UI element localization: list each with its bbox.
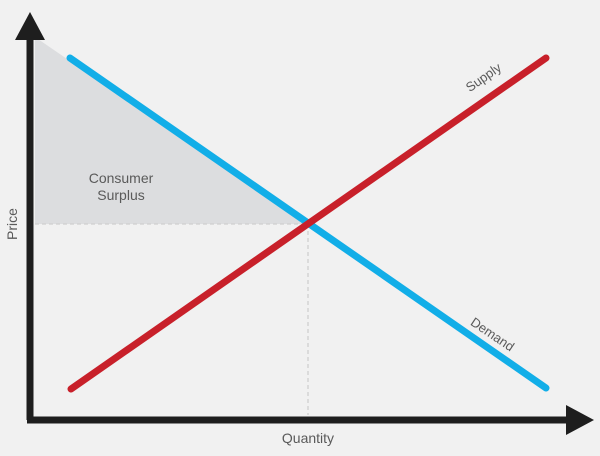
y-axis-arrowhead bbox=[15, 12, 45, 40]
axes bbox=[15, 12, 594, 435]
x-axis-arrowhead bbox=[566, 405, 594, 435]
y-axis-label: Price bbox=[4, 208, 20, 240]
region-label-line1: Consumer bbox=[89, 170, 154, 186]
supply-curve bbox=[67, 54, 550, 393]
x-axis-label: Quantity bbox=[282, 430, 334, 446]
region-label-line2: Surplus bbox=[97, 187, 144, 203]
